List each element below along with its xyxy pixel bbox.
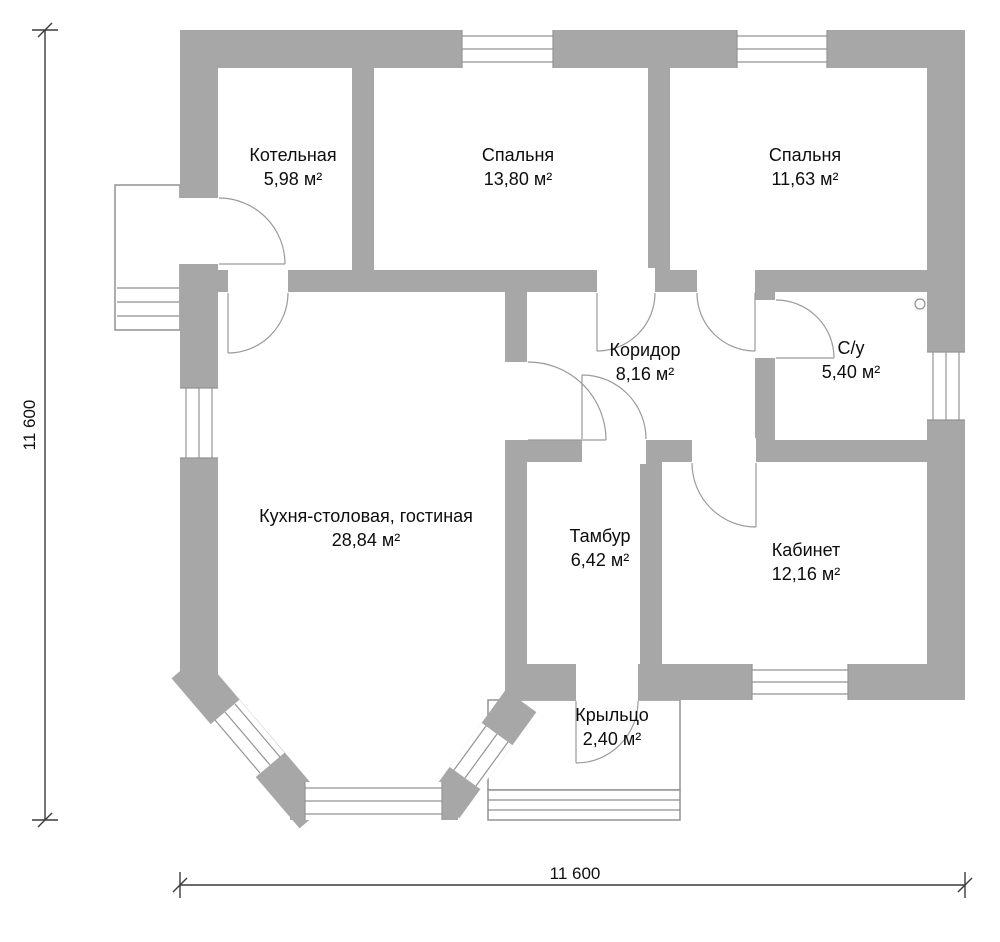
dimension-left-label: 11 600 [20, 399, 39, 451]
room-name: Котельная [249, 145, 337, 165]
plumbing-symbol [914, 298, 926, 310]
door-arc-office [691, 462, 757, 528]
room-area: 5,98 м² [263, 169, 323, 189]
opening-vestibule [582, 438, 646, 464]
opening-office [692, 438, 756, 464]
room-label-tambur: Тамбур 6,42 м² [569, 524, 630, 573]
door-arc-bedroom-1 [596, 292, 656, 352]
room-label-sanuzel: С/у 5,40 м² [822, 336, 880, 385]
dimension-bottom-label: 11 600 [549, 864, 601, 883]
stoop-outline [114, 184, 181, 331]
room-area: 5,40 м² [821, 362, 881, 382]
room-name: Кабинет [771, 540, 841, 560]
opening-bathroom [753, 300, 777, 358]
room-name: Тамбур [569, 526, 631, 546]
opening-kitchen [503, 362, 529, 440]
room-area: 28,84 м² [331, 530, 401, 550]
room-label-krylco: Крыльцо 2,40 м² [575, 703, 648, 752]
door-arc-bathroom [775, 299, 835, 359]
door-arc-porch [575, 700, 639, 764]
room-name: Кухня-столовая, гостиная [259, 506, 473, 526]
room-name: Спальня [481, 145, 555, 165]
opening-bedroom-2 [697, 268, 755, 294]
room-label-kitchen-living: Кухня-столовая, гостиная 28,84 м² [259, 504, 473, 553]
room-area: 6,42 м² [570, 550, 630, 570]
window-bay-bottom [304, 782, 443, 820]
window-bay-right-diagonal [449, 722, 513, 790]
opening-bedroom-1 [597, 268, 655, 294]
door-swings [218, 197, 835, 764]
room-label-koridor: Коридор 8,16 м² [609, 338, 680, 387]
door-arc-boiler-entrance [218, 197, 286, 265]
door-openings [176, 198, 777, 702]
dimension-left-line [32, 22, 58, 828]
room-label-kabinet: Кабинет 12,16 м² [772, 538, 840, 587]
room-name: С/у [837, 338, 865, 358]
window-bathroom [927, 351, 965, 421]
exterior-stoop [114, 184, 181, 331]
porch-steps [487, 789, 681, 821]
door-arc-kitchen [527, 361, 607, 441]
window-bedroom-1 [461, 30, 554, 68]
opening-boiler-kitchen [228, 268, 288, 294]
room-area: 8,16 м² [615, 364, 675, 384]
opening-porch [576, 662, 638, 702]
room-label-bedroom-2: Спальня 11,63 м² [769, 143, 841, 192]
window-bay-left-diagonal [210, 699, 285, 778]
porch-platform [487, 699, 681, 821]
window-office [751, 664, 849, 700]
room-area: 2,40 м² [582, 729, 642, 749]
room-label-bedroom-1: Спальня 13,80 м² [482, 143, 554, 192]
window-kitchen-left [180, 387, 218, 459]
door-arc-bedroom-2 [696, 292, 756, 352]
opening-boiler-entrance [176, 198, 222, 264]
room-name: Коридор [609, 340, 681, 360]
window-bedroom-2 [736, 30, 828, 68]
room-area: 13,80 м² [483, 169, 553, 189]
room-area: 12,16 м² [771, 564, 841, 584]
room-area: 11,63 м² [771, 169, 839, 189]
room-name: Спальня [768, 145, 842, 165]
room-label-kotelnaya: Котельная 5,98 м² [249, 143, 336, 192]
room-name: Крыльцо [575, 705, 649, 725]
windows [180, 30, 965, 820]
door-arc-boiler-kitchen [227, 292, 289, 354]
door-arc-vestibule [581, 374, 647, 440]
dimension-bottom-line [172, 872, 973, 898]
